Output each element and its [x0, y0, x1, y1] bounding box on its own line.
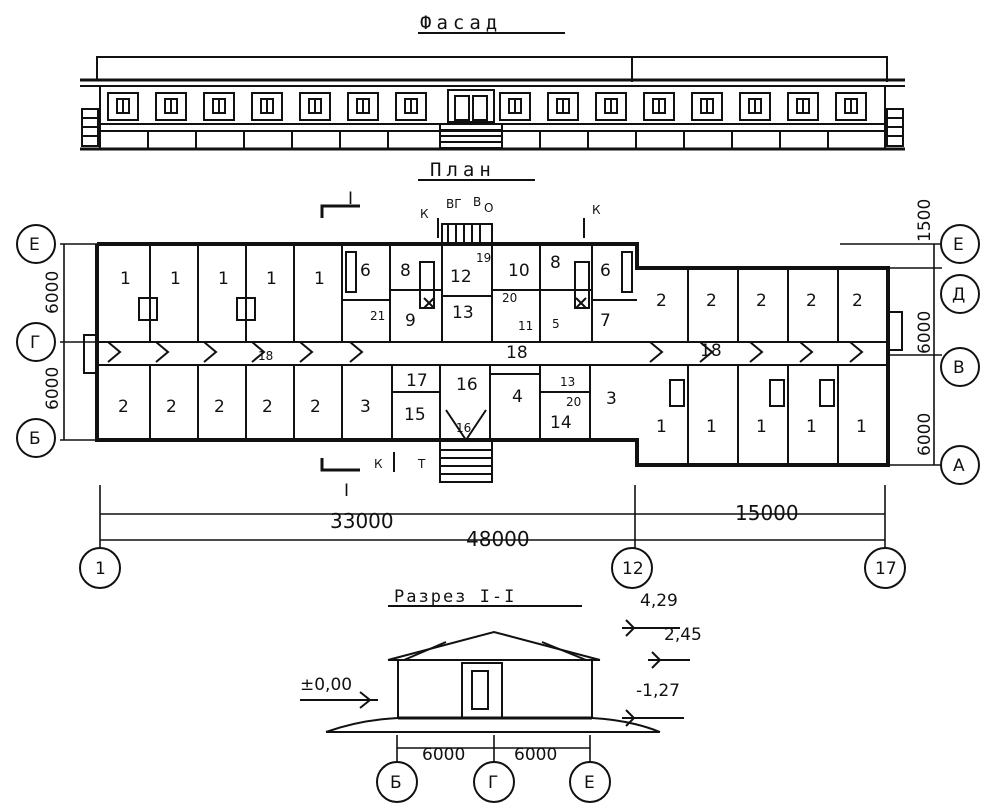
level-ridge: 4,29 [640, 591, 678, 611]
facade-heading: Фасад [420, 12, 502, 34]
room-right-1-a: 1 [656, 417, 667, 437]
dim-6000-right-bottom: 6000 [915, 413, 935, 456]
floor-plan [83, 204, 903, 483]
section-mark-top: I [348, 189, 353, 209]
section-drawing [300, 619, 690, 733]
dim-section-6000-a: 6000 [422, 745, 465, 765]
dimension-lines [60, 243, 942, 762]
room-right-2-d: 2 [806, 291, 817, 311]
corridor-18-right: 18 [700, 341, 722, 361]
axis-bottom-1: 1 [95, 559, 106, 579]
entrance-v: В [473, 195, 481, 209]
room-right-2-a: 2 [656, 291, 667, 311]
room-1-c: 1 [218, 269, 229, 289]
level-floor: ±0,00 [300, 675, 352, 695]
room-2-b: 2 [166, 397, 177, 417]
dim-15000: 15000 [735, 501, 799, 525]
room-10: 10 [508, 261, 530, 281]
facade-elevation [80, 56, 905, 151]
room-16: 16 [456, 375, 478, 395]
room-right-2-b: 2 [706, 291, 717, 311]
room-2-d: 2 [262, 397, 273, 417]
room-2-c: 2 [214, 397, 225, 417]
room-right-1-c: 1 [756, 417, 767, 437]
room-8-b: 8 [550, 253, 561, 273]
axis-bubbles [16, 224, 980, 803]
room-9: 9 [405, 311, 416, 331]
room-21: 21 [370, 309, 385, 323]
room-16-b: 16 [456, 421, 471, 435]
axis-right-v: В [953, 358, 965, 378]
room-13-b: 13 [560, 375, 575, 389]
room-right-1-d: 1 [806, 417, 817, 437]
room-13: 13 [452, 303, 474, 323]
room-3-a: 3 [360, 397, 371, 417]
axis-section-b: Б [390, 773, 402, 793]
room-12: 12 [450, 267, 472, 287]
axis-bottom-12: 12 [622, 559, 644, 579]
room-15: 15 [404, 405, 426, 425]
axis-right-a: А [953, 456, 965, 476]
room-3-b: 3 [606, 389, 617, 409]
entrance-k-top-right: К [592, 203, 601, 217]
room-8-a: 8 [400, 261, 411, 281]
axis-right-d: Д [952, 285, 965, 305]
entrance-vg: ВГ [446, 197, 462, 211]
room-7: 7 [600, 311, 611, 331]
room-5: 5 [552, 317, 560, 331]
axis-right-e: Е [953, 235, 964, 255]
dim-6000-left-top: 6000 [43, 271, 63, 314]
plan-heading: План [430, 159, 496, 181]
axis-section-g: Г [488, 773, 498, 793]
corridor-18-centre: 18 [506, 343, 528, 363]
corridor-18-left: 18 [258, 349, 273, 363]
room-4: 4 [512, 387, 523, 407]
dim-1500-right: 1500 [915, 199, 935, 242]
entrance-k-top-left: К [420, 207, 429, 221]
room-6-b: 6 [600, 261, 611, 281]
entrance-t: Т [417, 457, 426, 471]
axis-section-e: Е [584, 773, 595, 793]
entrance-k-bottom: К [374, 457, 383, 471]
entrance-o: О [484, 201, 493, 215]
dim-33000: 33000 [330, 509, 394, 533]
room-1-a: 1 [120, 269, 131, 289]
room-2-e: 2 [310, 397, 321, 417]
room-20: 20 [502, 291, 517, 305]
room-1-d: 1 [266, 269, 277, 289]
room-11: 11 [518, 319, 533, 333]
room-20-b: 20 [566, 395, 581, 409]
dim-section-6000-b: 6000 [514, 745, 557, 765]
axis-left-e: Е [29, 235, 40, 255]
dim-6000-left-bottom: 6000 [43, 367, 63, 410]
room-19: 19 [476, 251, 491, 265]
axis-left-b: Б [29, 429, 41, 449]
axis-bottom-17: 17 [875, 559, 897, 579]
level-ground: -1,27 [636, 681, 680, 701]
room-right-1-b: 1 [706, 417, 717, 437]
room-right-1-e: 1 [856, 417, 867, 437]
room-right-2-c: 2 [756, 291, 767, 311]
room-right-2-e: 2 [852, 291, 863, 311]
room-6-a: 6 [360, 261, 371, 281]
room-14: 14 [550, 413, 572, 433]
room-1-b: 1 [170, 269, 181, 289]
level-eaves: 2,45 [664, 625, 702, 645]
room-1-e: 1 [314, 269, 325, 289]
dim-6000-right-top: 6000 [915, 311, 935, 354]
section-mark-bottom: I [344, 481, 349, 501]
dim-48000: 48000 [466, 527, 530, 551]
room-2-a: 2 [118, 397, 129, 417]
section-heading: Разрез I-I [394, 587, 516, 607]
axis-left-g: Г [30, 333, 40, 353]
room-17: 17 [406, 371, 428, 391]
